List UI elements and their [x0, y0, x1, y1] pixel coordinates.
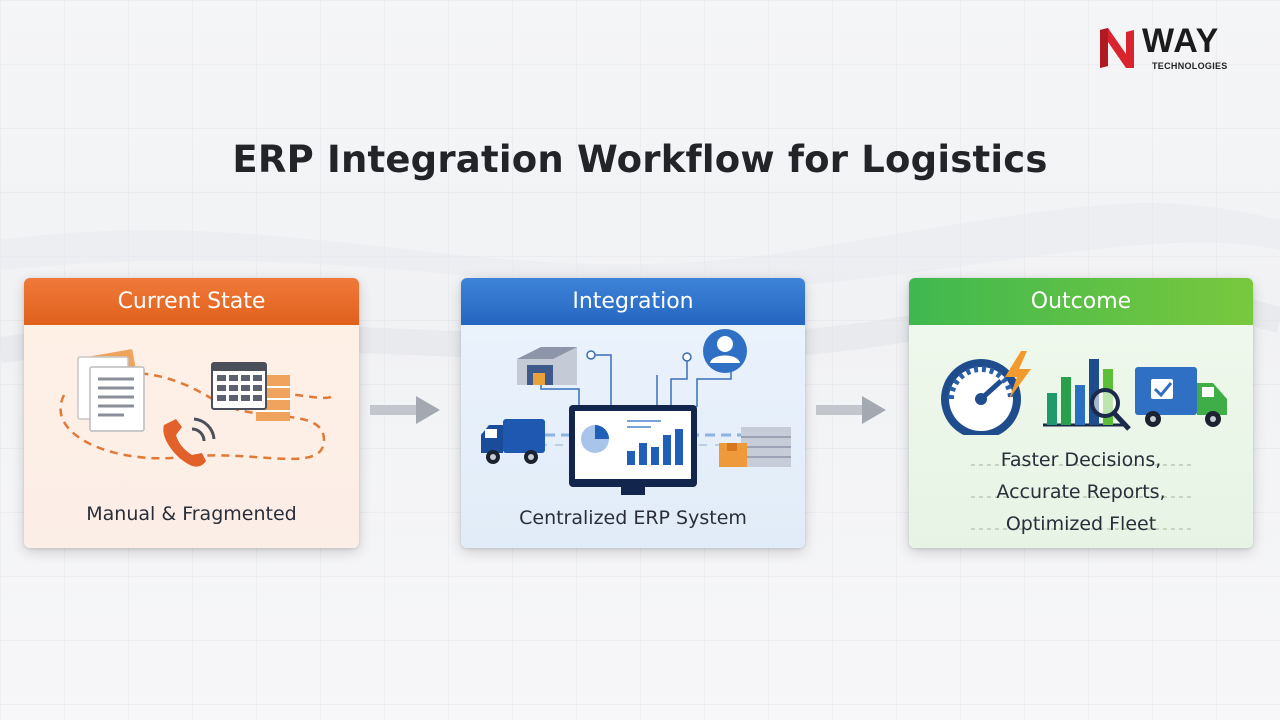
bar-chart-search-icon	[1043, 359, 1131, 431]
current-state-illustration	[59, 349, 335, 467]
step-body: Manual & Fragmented	[24, 325, 359, 548]
arrow-right-icon	[370, 396, 440, 424]
nway-logo: WAY TECHNOLOGIES	[1098, 22, 1248, 74]
warehouse-icon	[517, 347, 577, 385]
page-title: ERP Integration Workflow for Logistics	[232, 138, 1048, 181]
truck-icon	[481, 419, 545, 464]
user-icon	[703, 329, 747, 373]
outcome-caption-line: Accurate Reports,	[996, 481, 1166, 503]
step-body: Faster Decisions, Accurate Reports, Opti…	[909, 325, 1253, 548]
step-caption: Centralized ERP System	[519, 507, 747, 529]
step-body: Centralized ERP System	[461, 325, 805, 548]
outcome-caption-line: Faster Decisions,	[1000, 449, 1162, 471]
step-header: Integration	[461, 278, 805, 325]
logo-wordmark: WAY	[1142, 22, 1220, 60]
step-card-current-state: Current State	[24, 278, 359, 548]
outcome-caption-line: Optimized Fleet	[1005, 513, 1157, 535]
step-card-outcome: Outcome	[909, 278, 1253, 548]
outcome-illustration	[941, 351, 1227, 435]
spreadsheet-icon	[211, 362, 290, 421]
arrow-right-icon	[816, 396, 886, 424]
delivery-truck-check-icon	[1135, 367, 1227, 427]
speedometer-icon	[941, 351, 1031, 435]
integration-illustration	[481, 329, 791, 495]
step-header: Current State	[24, 278, 359, 325]
documents-icon	[77, 349, 145, 432]
step-header: Outcome	[909, 278, 1253, 325]
boxes-icon	[719, 427, 791, 467]
computer-dashboard-icon	[569, 405, 697, 495]
logo-subtitle: TECHNOLOGIES	[1152, 61, 1228, 71]
step-caption: Manual & Fragmented	[86, 503, 297, 525]
step-card-integration: Integration	[461, 278, 805, 548]
n-logo-mark-icon	[1100, 28, 1134, 68]
phone-icon	[163, 417, 216, 467]
